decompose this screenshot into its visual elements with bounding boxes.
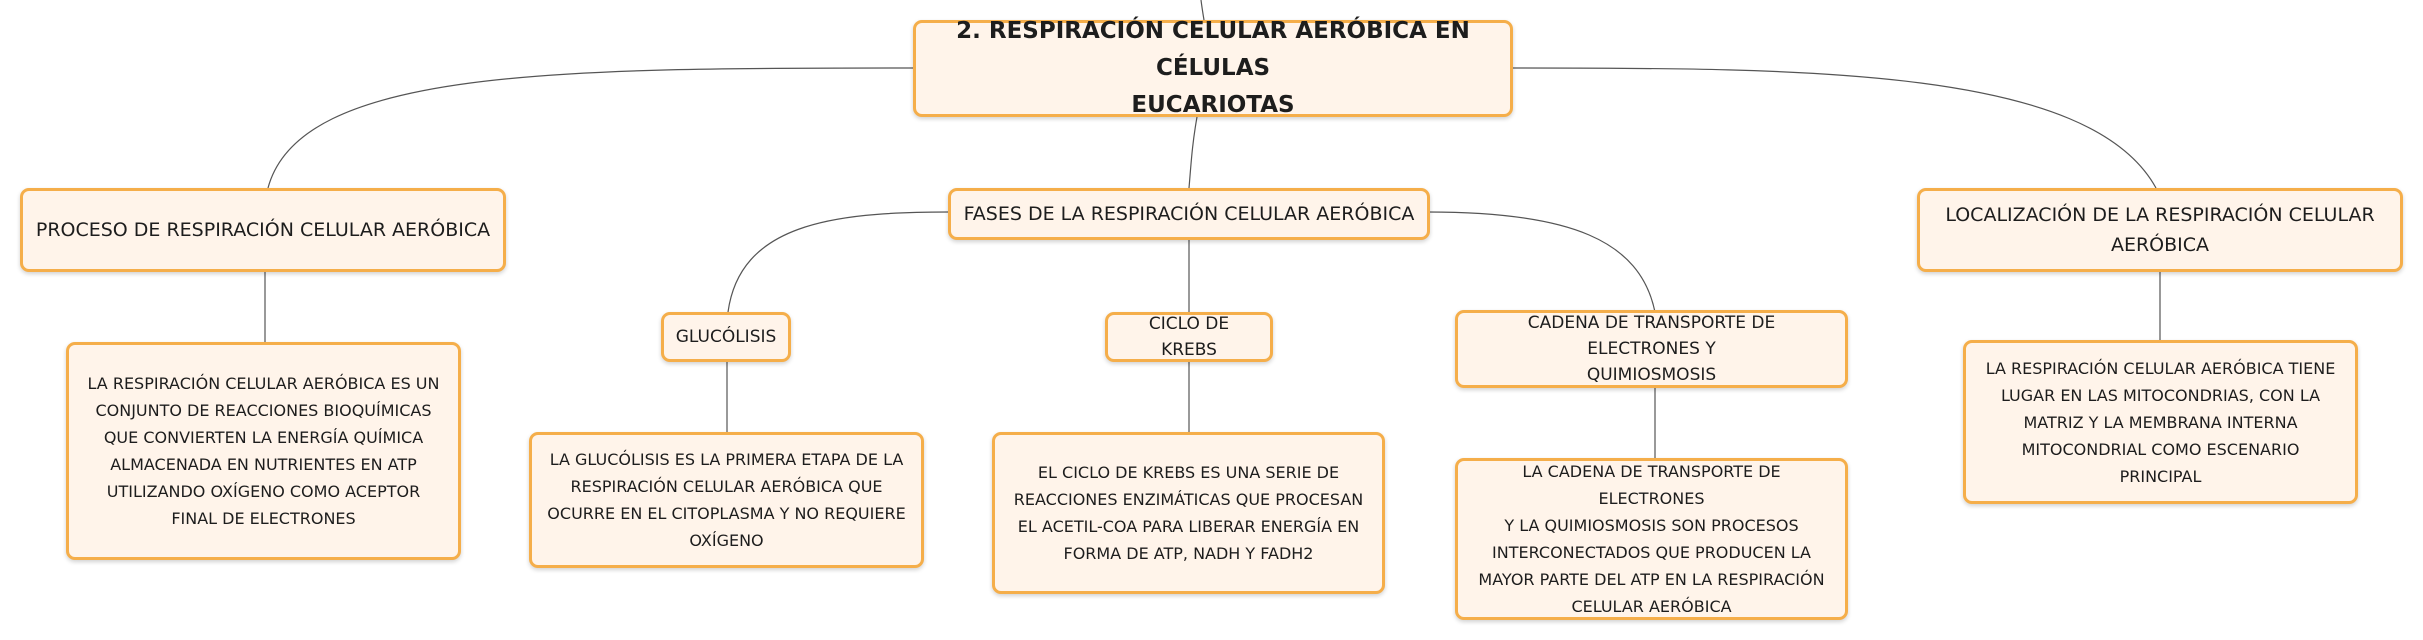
connector-fases-cadena [1427, 211, 1656, 313]
krebs-detail-text: EL CICLO DE KREBS ES UNA SERIE DE REACCI… [1013, 463, 1364, 563]
glucolisis-detail-text: LA GLUCÓLISIS ES LA PRIMERA ETAPA DE LA … [547, 450, 906, 550]
localizacion-detail[interactable]: LA RESPIRACIÓN CELULAR AERÓBICA TIENE LU… [1963, 340, 2358, 504]
phase-krebs[interactable]: CICLO DE KREBS [1105, 312, 1273, 362]
branch-localizacion[interactable]: LOCALIZACIÓN DE LA RESPIRACIÓN CELULAR A… [1917, 188, 2403, 272]
branch-proceso-label: PROCESO DE RESPIRACIÓN CELULAR AERÓBICA [35, 219, 491, 241]
connector-root-proceso [267, 67, 916, 189]
connector-fases-glucolisis [727, 211, 949, 313]
root-topic[interactable]: 2. RESPIRACIÓN CELULAR AERÓBICA EN CÉLUL… [913, 18, 1513, 118]
proceso-detail-text: LA RESPIRACIÓN CELULAR AERÓBICA ES UN CO… [87, 374, 440, 528]
phase-glucolisis[interactable]: GLUCÓLISIS [661, 312, 791, 362]
branch-fases[interactable]: FASES DE LA RESPIRACIÓN CELULAR AERÓBICA [948, 188, 1430, 240]
proceso-detail[interactable]: LA RESPIRACIÓN CELULAR AERÓBICA ES UN CO… [66, 342, 461, 560]
phase-krebs-label: CICLO DE KREBS [1148, 314, 1230, 360]
glucolisis-detail[interactable]: LA GLUCÓLISIS ES LA PRIMERA ETAPA DE LA … [529, 432, 924, 568]
localizacion-detail-text: LA RESPIRACIÓN CELULAR AERÓBICA TIENE LU… [1985, 358, 2336, 486]
phase-cadena[interactable]: CADENA DE TRANSPORTE DE ELECTRONES Y QUI… [1455, 310, 1848, 388]
cadena-detail-text: LA CADENA DE TRANSPORTE DE ELECTRONES Y … [1478, 462, 1825, 616]
connector-root-fases [1188, 116, 1198, 189]
connector-root-localizacion [1509, 67, 2157, 189]
branch-proceso[interactable]: PROCESO DE RESPIRACIÓN CELULAR AERÓBICA [20, 188, 506, 272]
phase-glucolisis-label: GLUCÓLISIS [675, 327, 777, 347]
connector-root-incoming [1200, 0, 1205, 21]
cadena-detail[interactable]: LA CADENA DE TRANSPORTE DE ELECTRONES Y … [1455, 458, 1848, 620]
branch-localizacion-label: LOCALIZACIÓN DE LA RESPIRACIÓN CELULAR A… [1945, 204, 2375, 256]
branch-fases-label: FASES DE LA RESPIRACIÓN CELULAR AERÓBICA [963, 203, 1415, 225]
root-topic-label: 2. RESPIRACIÓN CELULAR AERÓBICA EN CÉLUL… [956, 18, 1470, 118]
krebs-detail[interactable]: EL CICLO DE KREBS ES UNA SERIE DE REACCI… [992, 432, 1385, 594]
phase-cadena-label: CADENA DE TRANSPORTE DE ELECTRONES Y QUI… [1527, 313, 1776, 385]
